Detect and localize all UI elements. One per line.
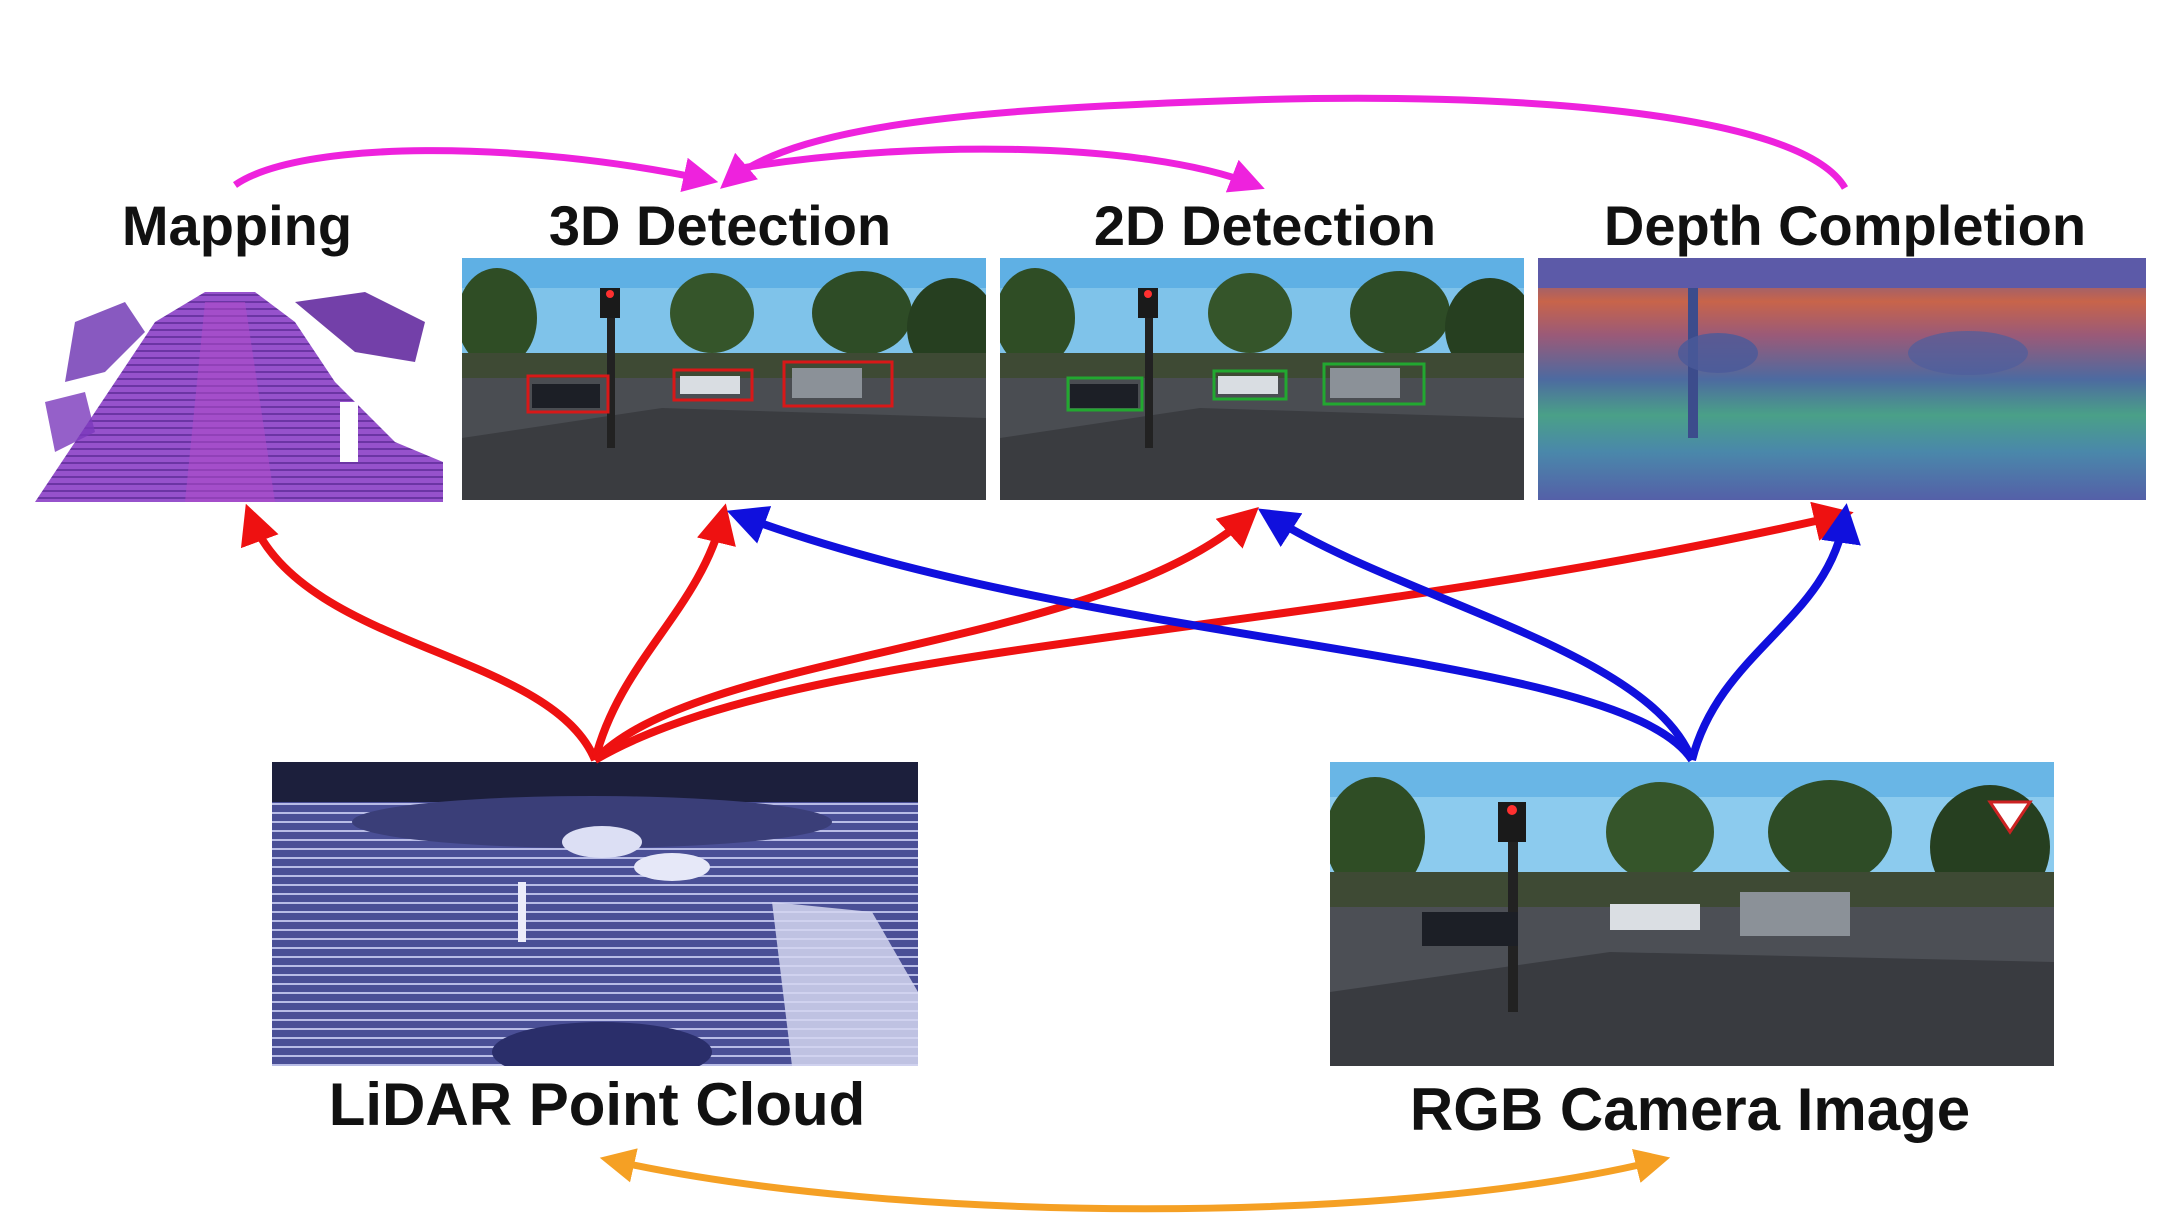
- label-depth-completion: Depth Completion: [1603, 194, 2087, 257]
- box-2d-car-1: [1066, 376, 1144, 412]
- label-lidar-point-cloud: LiDAR Point Cloud: [328, 1071, 866, 1138]
- arrow-camera-to-2d: [1257, 508, 1696, 762]
- box-3d-car-2: [672, 368, 754, 402]
- depth-completion-image: [1538, 258, 2146, 500]
- label-2d-detection: 2D Detection: [1093, 194, 1437, 257]
- arrow-camera-to-3d: [726, 506, 1696, 763]
- detection-2d-image: [1000, 258, 1524, 500]
- box-2d-car-2: [1212, 369, 1288, 401]
- box-3d-car-3: [782, 360, 894, 408]
- box-2d-car-3: [1322, 362, 1426, 406]
- camera-image: [1330, 762, 2054, 1066]
- arrow-mapping-to-3d: [233, 147, 719, 193]
- arrow-lidar-camera-fusion: [599, 1148, 1671, 1213]
- label-rgb-camera-image: RGB Camera Image: [1409, 1076, 1971, 1143]
- label-3d-detection: 3D Detection: [548, 194, 892, 257]
- arrow-lidar-to-mapping: [241, 503, 599, 762]
- arrow-3d-to-2d: [729, 145, 1265, 193]
- detection-3d-image: [462, 258, 986, 500]
- lidar-image: [272, 762, 918, 1066]
- arrow-lidar-to-depth: [592, 501, 1854, 764]
- arrow-camera-to-depth: [1688, 503, 1861, 761]
- arrow-depth-to-3d: [720, 94, 1849, 190]
- arrow-lidar-to-2d: [592, 506, 1259, 763]
- label-mapping: Mapping: [121, 194, 353, 257]
- arrow-lidar-to-3d: [591, 503, 736, 761]
- mapping-image: [35, 262, 443, 502]
- box-3d-car-1: [526, 374, 610, 414]
